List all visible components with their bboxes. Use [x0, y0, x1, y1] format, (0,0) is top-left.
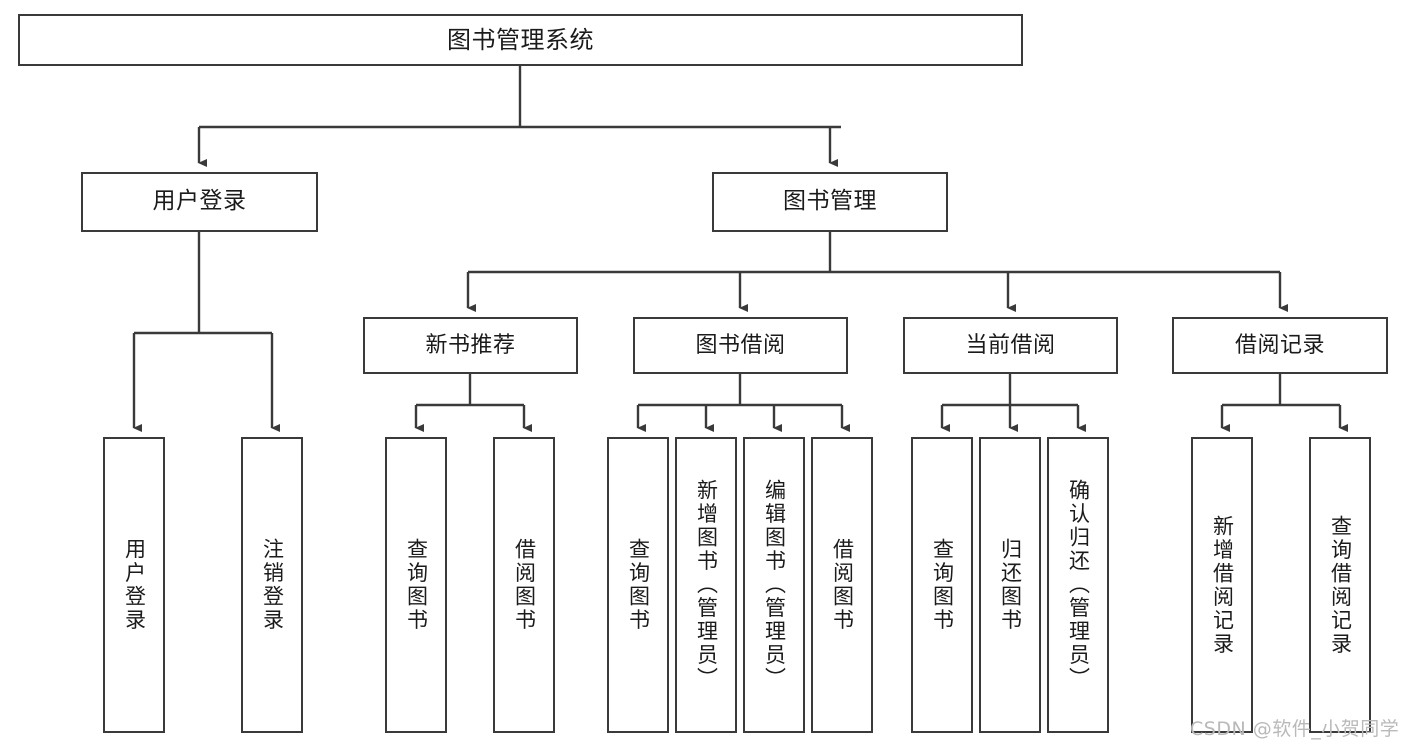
node-current-borrow-label: 当前借阅 [965, 332, 1056, 358]
node-book-borrow[interactable]: 图书借阅 [633, 317, 848, 374]
node-root-label: 图书管理系统 [447, 25, 594, 54]
node-leaf-return-book-label: 归还图书 [998, 538, 1023, 632]
node-leaf-add-borrow-record[interactable]: 新增借阅记录 [1191, 437, 1253, 733]
node-leaf-borrow-book-1[interactable]: 借阅图书 [493, 437, 555, 733]
node-leaf-logout-label: 注销登录 [260, 538, 285, 632]
node-leaf-edit-book-admin-label: 编辑图书（管理员） [762, 479, 787, 691]
node-leaf-add-book-admin-label: 新增图书（管理员） [694, 479, 719, 691]
node-new-book-recommend-label: 新书推荐 [425, 332, 516, 358]
node-leaf-return-book[interactable]: 归还图书 [979, 437, 1041, 733]
node-leaf-query-book-1[interactable]: 查询图书 [385, 437, 447, 733]
node-leaf-query-book-2[interactable]: 查询图书 [607, 437, 669, 733]
node-book-manage[interactable]: 图书管理 [712, 172, 948, 232]
node-current-borrow[interactable]: 当前借阅 [903, 317, 1118, 374]
node-leaf-borrow-book-2[interactable]: 借阅图书 [811, 437, 873, 733]
node-leaf-query-book-3[interactable]: 查询图书 [911, 437, 973, 733]
node-leaf-borrow-book-2-label: 借阅图书 [830, 538, 855, 632]
node-user-login-label: 用户登录 [152, 188, 247, 215]
node-leaf-logout[interactable]: 注销登录 [241, 437, 303, 733]
node-user-login[interactable]: 用户登录 [81, 172, 318, 232]
node-leaf-query-book-3-label: 查询图书 [930, 538, 955, 632]
node-leaf-confirm-return-admin-label: 确认归还（管理员） [1066, 479, 1091, 691]
node-borrow-record[interactable]: 借阅记录 [1172, 317, 1388, 374]
node-leaf-confirm-return-admin[interactable]: 确认归还（管理员） [1047, 437, 1109, 733]
node-root[interactable]: 图书管理系统 [18, 14, 1023, 66]
node-book-manage-label: 图书管理 [783, 188, 877, 215]
node-leaf-query-borrow-record-label: 查询借阅记录 [1328, 514, 1353, 656]
node-leaf-edit-book-admin[interactable]: 编辑图书（管理员） [743, 437, 805, 733]
node-leaf-add-book-admin[interactable]: 新增图书（管理员） [675, 437, 737, 733]
node-borrow-record-label: 借阅记录 [1234, 332, 1325, 358]
node-leaf-user-login[interactable]: 用户登录 [103, 437, 165, 733]
node-leaf-user-login-label: 用户登录 [122, 538, 147, 632]
node-leaf-add-borrow-record-label: 新增借阅记录 [1210, 514, 1235, 656]
node-book-borrow-label: 图书借阅 [695, 332, 786, 358]
node-leaf-borrow-book-1-label: 借阅图书 [512, 538, 537, 632]
node-leaf-query-borrow-record[interactable]: 查询借阅记录 [1309, 437, 1371, 733]
node-leaf-query-book-1-label: 查询图书 [404, 538, 429, 632]
node-leaf-query-book-2-label: 查询图书 [626, 538, 651, 632]
node-new-book-recommend[interactable]: 新书推荐 [363, 317, 578, 374]
